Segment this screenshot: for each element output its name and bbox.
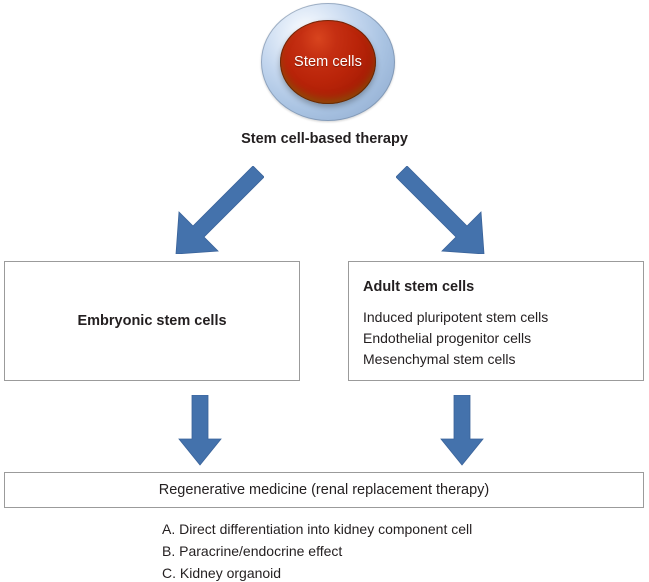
box-regenerative-medicine-label: Regenerative medicine (renal replacement…	[158, 482, 490, 498]
outcome-list-item: C. Kidney organoid	[162, 565, 282, 581]
adult-stem-cell-item: Mesenchymal stem cells	[363, 351, 516, 367]
box-adult-stem-cells-title: Adult stem cells	[363, 279, 475, 295]
adult-stem-cell-item: Endothelial progenitor cells	[363, 330, 532, 346]
outcome-list-item: B. Paracrine/endocrine effect	[162, 543, 343, 559]
arrow-down-from-embryonic-icon	[178, 395, 222, 467]
arrow-down-right-icon	[396, 166, 488, 254]
box-embryonic-stem-cells: Embryonic stem cells	[4, 261, 300, 381]
cell-nucleus: Stem cells	[280, 20, 376, 104]
arrow-down-left-icon	[172, 166, 264, 254]
outcome-list: A. Direct differentiation into kidney co…	[162, 518, 642, 582]
box-regenerative-medicine: Regenerative medicine (renal replacement…	[4, 472, 644, 508]
arrow-down-from-adult-icon	[440, 395, 484, 467]
adult-stem-cell-item: Induced pluripotent stem cells	[363, 309, 549, 325]
stem-cell-therapy-caption: Stem cell-based therapy	[241, 131, 408, 147]
stem-cell-sphere: Stem cells	[261, 3, 395, 121]
outcome-list-item: A. Direct differentiation into kidney co…	[162, 521, 473, 537]
stem-cell-sphere-label: Stem cells	[294, 54, 362, 70]
box-embryonic-stem-cells-title: Embryonic stem cells	[77, 313, 227, 329]
box-adult-stem-cells: Adult stem cells Induced pluripotent ste…	[348, 261, 644, 381]
